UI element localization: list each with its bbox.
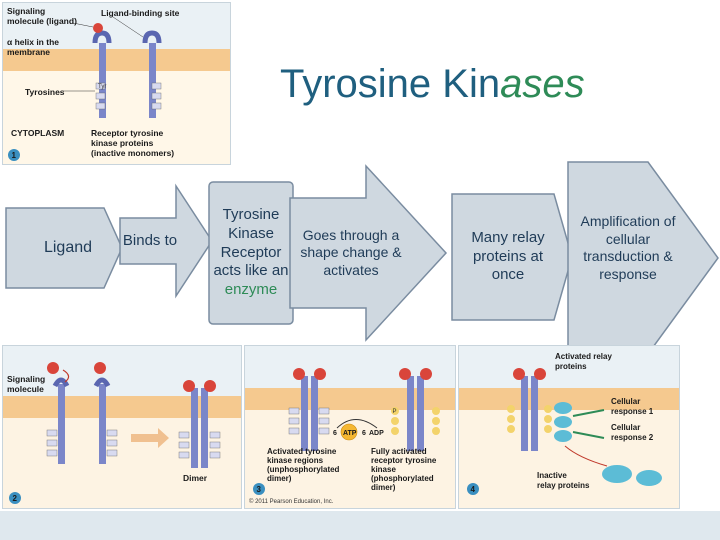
panel-3-phosphorylation: P ATP 6 6 ADP Activated tyrosine kinase …: [244, 345, 456, 509]
panel-4-relay-proteins: Activated relay proteins Cellular respon…: [458, 345, 680, 509]
label-resp1-2: response 1: [611, 407, 654, 416]
label-signaling-1: Signaling: [7, 374, 45, 384]
label-signaling-2: molecule (ligand): [7, 16, 77, 26]
step-number: 1: [12, 151, 17, 160]
label-count-right: 6: [362, 430, 366, 437]
ligand-ball: [93, 23, 103, 33]
flow-step-ligand: Ligand: [4, 206, 124, 290]
copyright: © 2011 Pearson Education, Inc.: [249, 498, 334, 505]
right-caption-5: dimer): [371, 483, 396, 492]
label-relay-2: proteins: [555, 362, 587, 371]
arrow-response-2: [572, 431, 605, 439]
label-atp: ATP: [343, 430, 357, 437]
flow-text-binds: Binds to: [122, 231, 178, 249]
panel-1-inactive-monomers: Tyr Signaling molecule (ligand) Ligand-b…: [2, 2, 231, 165]
flow-text-ligand: Ligand: [43, 239, 93, 256]
label-helix-1: α helix in the: [7, 37, 59, 47]
label-signaling-2: molecule: [7, 384, 44, 394]
receptor-monomer-left: [92, 30, 112, 118]
label-receptor-3: (inactive monomers): [91, 148, 174, 158]
receptor-pair-left: [46, 377, 118, 464]
label-cytoplasm: CYTOPLASM: [11, 128, 64, 138]
arrow-to-dimer: [131, 428, 169, 448]
label-relay-1: Activated relay: [555, 352, 612, 361]
membrane-band: [3, 49, 230, 71]
inactive-relay-1: [602, 465, 632, 483]
flow-step-shape-change: Goes through a shape change & activates: [288, 164, 448, 342]
dimer-unphosphorylated: [288, 368, 330, 451]
label-ligand-site: Ligand-binding site: [101, 8, 180, 18]
step-number: 4: [471, 485, 476, 494]
left-caption-2: kinase regions: [267, 456, 324, 465]
right-caption-1: Fully activated: [371, 447, 427, 456]
inactive-relay-2: [636, 470, 662, 486]
right-caption-3: kinase: [371, 465, 396, 474]
flow-step-amplification: Amplification of cellular transduction &…: [566, 160, 720, 356]
flow-step-receptor: Tyrosine Kinase Receptor acts like an en…: [207, 180, 295, 326]
arrow-response-1: [572, 409, 605, 417]
p-tag: P: [393, 409, 397, 415]
title-part-1: Tyrosine Kin: [280, 62, 501, 106]
label-count-left: 6: [333, 430, 337, 437]
label-receptor-1: Receptor tyrosine: [91, 128, 164, 138]
label-resp2-1: Cellular: [611, 423, 640, 432]
left-caption-3: (unphosphorylated: [267, 465, 340, 474]
label-tyrosines: Tyrosines: [25, 87, 65, 97]
relay-proteins: [554, 402, 572, 442]
label-signaling-1: Signaling: [7, 6, 45, 16]
step-badge: [8, 149, 20, 161]
flow-text-shape-change: Goes through a shape change & activates: [300, 226, 402, 278]
left-caption-1: Activated tyrosine: [267, 447, 337, 456]
receptor-dimer: [178, 380, 221, 468]
label-receptor-2: kinase proteins: [91, 138, 154, 148]
atp-burst: [340, 423, 358, 441]
flow-step-binds: Binds to: [118, 183, 214, 299]
dimer-phosphorylated: [391, 368, 440, 451]
step-number: 2: [13, 494, 18, 503]
phosphorylated-dimer: [507, 368, 552, 451]
flow-text-relay: Many relay proteins at once: [471, 228, 545, 284]
flow-text-receptor: Tyrosine Kinase Receptor acts like an: [213, 206, 289, 280]
step-number: 3: [257, 485, 262, 494]
label-inactive-2: relay proteins: [537, 481, 590, 490]
title-part-2: ases: [500, 62, 585, 106]
right-caption-2: receptor tyrosine: [371, 456, 437, 465]
flow-text-amplification: Amplification of cellular transduction &…: [580, 213, 676, 282]
reaction-arrow: [336, 419, 378, 429]
label-dimer: Dimer: [183, 473, 208, 483]
label-helix-2: membrane: [7, 47, 50, 57]
label-resp2-2: response 2: [611, 433, 654, 442]
footer-band: [0, 511, 720, 540]
right-caption-4: (phosphorylated: [371, 474, 434, 483]
label-adp: ADP: [369, 430, 384, 437]
left-caption-4: dimer): [267, 474, 292, 483]
label-inactive-1: Inactive: [537, 471, 567, 480]
tyr-tag: Tyr: [98, 84, 106, 90]
label-resp1-1: Cellular: [611, 397, 640, 406]
flow-step-relay: Many relay proteins at once: [450, 192, 574, 322]
receptor-monomer-right: [142, 30, 162, 118]
flow-text-enzyme: enzyme: [224, 281, 278, 299]
panel-2-dimer: Signaling molecule Dimer 2: [2, 345, 242, 509]
page-title: Tyrosine Kinases: [280, 62, 585, 107]
